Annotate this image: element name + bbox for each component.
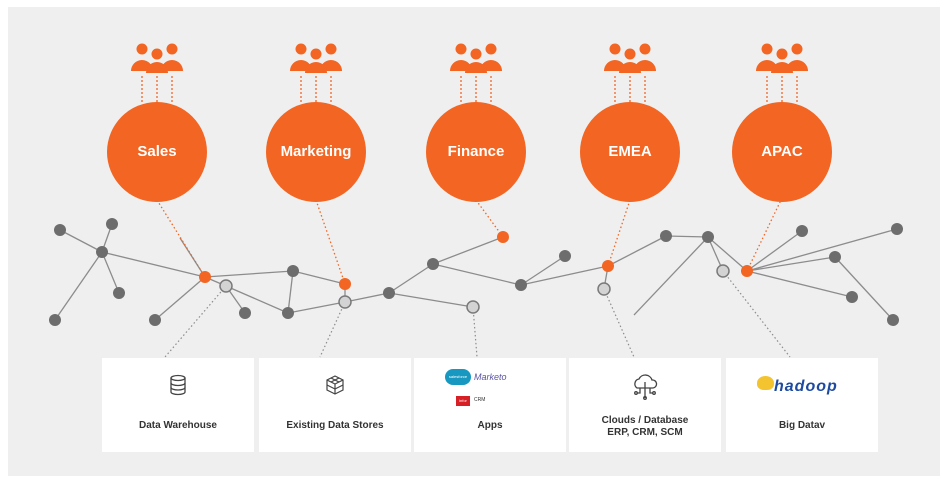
cube-network-icon (326, 375, 344, 395)
salesforce-logo: salesforce (445, 369, 471, 385)
source-label-line1: Clouds / Database (601, 415, 689, 426)
infor-logo: infor (456, 396, 470, 406)
department-label-apac: APAC (761, 143, 803, 160)
source-label: Clouds / Database ERP, CRM, SCM (569, 415, 721, 439)
department-circle-finance (426, 102, 526, 202)
source-card-clouds-database: Clouds / Database ERP, CRM, SCM (569, 358, 721, 452)
people-group-icon (131, 43, 183, 73)
department-nodes (199, 231, 753, 290)
department-label-emea: EMEA (608, 143, 652, 160)
crm-logo-text: CRM (474, 397, 486, 403)
people-group-icon (604, 43, 656, 73)
people-group-icon (450, 43, 502, 73)
source-label: Data Warehouse (139, 420, 217, 431)
source-label: Big Datav (778, 420, 826, 431)
cloud-network-icon (634, 374, 658, 400)
people-group-icon (756, 43, 808, 73)
department-circle-apac (732, 102, 832, 202)
source-nodes (219, 264, 730, 314)
department-links (156, 197, 783, 285)
people-groups (131, 43, 808, 73)
source-label-line2: ERP, CRM, SCM (607, 427, 683, 438)
people-links (141, 76, 798, 104)
people-group-icon (290, 43, 342, 73)
source-label: Existing Data Stores (286, 420, 384, 431)
source-card-big-data: hadoop Big Datav (726, 358, 878, 452)
department-circle-emea (580, 102, 680, 202)
hadoop-logo: hadoop (774, 378, 838, 395)
database-icon (170, 374, 186, 396)
department-label-finance: Finance (447, 143, 505, 160)
department-label-marketing: Marketing (280, 143, 352, 160)
source-card-apps: salesforce Marketo infor CRM Apps (414, 358, 566, 452)
marketo-logo: Marketo (474, 372, 507, 382)
network-nodes (49, 218, 903, 326)
hadoop-elephant-icon (757, 376, 774, 390)
department-circle-marketing (266, 102, 366, 202)
department-label-sales: Sales (137, 143, 177, 160)
department-circle-sales (107, 102, 207, 202)
source-label: Apps (477, 420, 503, 431)
source-card-data-warehouse: Data Warehouse (102, 358, 254, 452)
department-circles (107, 102, 832, 202)
source-card-existing-data-stores: Existing Data Stores (259, 358, 411, 452)
source-links (164, 270, 791, 358)
